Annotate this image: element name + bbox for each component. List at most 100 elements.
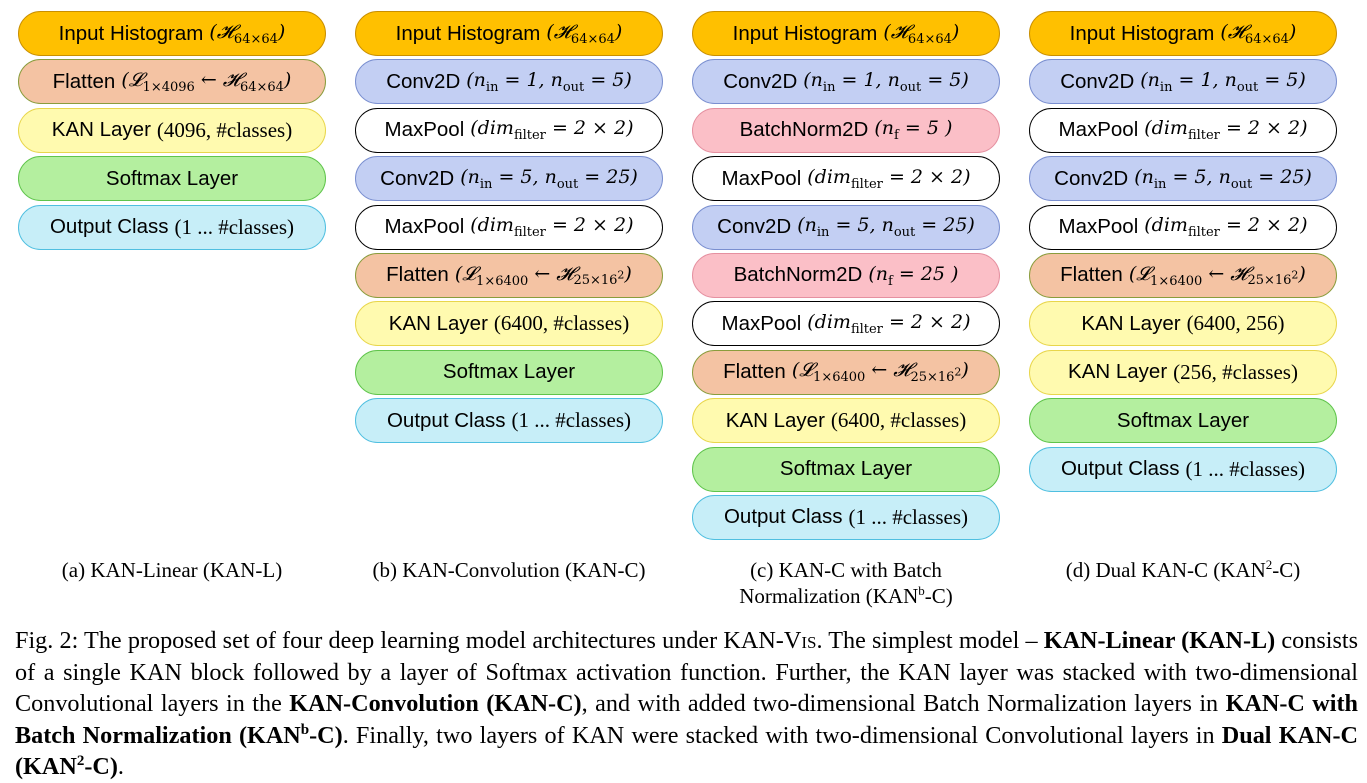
layer-label: MaxPool: [721, 311, 802, 335]
layer-input-box: Input Histogram(𝓗64×64): [1029, 11, 1337, 56]
layer-params: (nin = 1, nout = 5): [803, 68, 969, 95]
layer-flatten-box: Flatten(𝓛1×4096 ← 𝓗64×64): [18, 59, 326, 105]
layer-label: MaxPool: [384, 118, 465, 142]
layer-label: Conv2D: [1060, 69, 1135, 93]
layer-label: Conv2D: [386, 69, 461, 93]
subfigure-caption-a: (a) KAN-Linear (KAN-L): [61, 558, 283, 582]
layer-label: KAN Layer: [51, 118, 151, 142]
layer-pool-box: MaxPool(dimfilter = 2 × 2): [1029, 107, 1337, 153]
layer-label: Output Class: [49, 215, 169, 239]
layer-params: (dimfilter = 2 × 2): [470, 214, 634, 240]
layer-kan-box: KAN Layer(6400, #classes): [355, 301, 663, 347]
layer-flatten-box: Flatten(𝓛1×6400 ← 𝓗25×162): [355, 252, 663, 298]
layer-label: Conv2D: [723, 69, 798, 93]
layer-params: (𝓛1×6400 ← 𝓗25×162): [1128, 262, 1306, 289]
layer-params: (𝓛1×4096 ← 𝓗64×64): [121, 68, 292, 95]
layer-flatten-box: Flatten(𝓛1×6400 ← 𝓗25×162): [1029, 252, 1337, 298]
figure-caption: Fig. 2: The proposed set of four deep le…: [15, 627, 1359, 780]
layer-label: Conv2D: [380, 166, 455, 190]
layer-label: MaxPool: [384, 215, 465, 239]
layer-label: KAN Layer: [1081, 311, 1181, 335]
layer-params: (1 ... #classes): [174, 214, 295, 239]
architecture-column-d: Input Histogram(𝓗64×64)Conv2D(nin = 1, n…: [1029, 11, 1337, 495]
layer-params: (nin = 1, nout = 5): [1140, 68, 1306, 95]
layer-params: (256, #classes): [1173, 359, 1298, 384]
subfigure-caption-b: (b) KAN-Convolution (KAN-C): [372, 558, 646, 582]
layer-params: (dimfilter = 2 × 2): [470, 117, 634, 144]
layer-conv-box: Conv2D(nin = 5, nout = 25): [692, 204, 1000, 250]
layer-params: (4096, #classes): [156, 117, 293, 142]
layer-label: MaxPool: [1058, 215, 1139, 239]
architecture-column-a: Input Histogram(𝓗64×64)Flatten(𝓛1×4096 ←…: [18, 11, 326, 253]
layer-conv-box: Conv2D(nin = 1, nout = 5): [355, 59, 663, 105]
layer-label: BatchNorm2D: [739, 118, 869, 142]
layer-label: Flatten: [1060, 263, 1123, 287]
layer-params: (nf = 25 ): [868, 262, 959, 289]
layer-label: Input Histogram: [732, 21, 878, 45]
layer-params: (dimfilter = 2 × 2): [1144, 117, 1308, 144]
layer-params: (1 ... #classes): [511, 408, 632, 433]
layer-input-box: Input Histogram(𝓗64×64): [355, 11, 663, 56]
layer-kan-box: KAN Layer(6400, 256): [1029, 301, 1337, 347]
layer-params: (1 ... #classes): [1185, 456, 1306, 481]
layer-pool-box: MaxPool(dimfilter = 2 × 2): [355, 204, 663, 250]
layer-pool-box: MaxPool(dimfilter = 2 × 2): [692, 156, 1000, 202]
layer-params: (nin = 5, nout = 25): [1134, 165, 1312, 192]
layer-pool-box: MaxPool(dimfilter = 2 × 2): [355, 107, 663, 153]
layer-label: Flatten: [386, 263, 449, 287]
layer-conv-box: Conv2D(nin = 5, nout = 25): [355, 156, 663, 202]
layer-softmax-box: Softmax Layer: [18, 156, 326, 202]
layer-pool-box: MaxPool(dimfilter = 2 × 2): [1029, 204, 1337, 250]
layer-params: (nin = 1, nout = 5): [466, 68, 632, 95]
layer-params: (6400, #classes): [830, 408, 967, 433]
architecture-column-c: Input Histogram(𝓗64×64)Conv2D(nin = 1, n…: [692, 11, 1000, 543]
layer-pool-box: MaxPool(dimfilter = 2 × 2): [692, 301, 1000, 347]
layer-bn-box: BatchNorm2D(nf = 25 ): [692, 252, 1000, 298]
layer-params: (dimfilter = 2 × 2): [1144, 214, 1308, 240]
layer-conv-box: Conv2D(nin = 1, nout = 5): [1029, 59, 1337, 105]
layer-label: MaxPool: [1058, 118, 1139, 142]
layer-label: MaxPool: [721, 166, 802, 190]
layer-params: (dimfilter = 2 × 2): [807, 165, 971, 192]
architecture-column-b: Input Histogram(𝓗64×64)Conv2D(nin = 1, n…: [355, 11, 663, 447]
layer-params: (𝓗64×64): [883, 20, 960, 47]
layer-params: (𝓗64×64): [546, 20, 623, 47]
layer-output-box: Output Class(1 ... #classes): [1029, 446, 1337, 492]
layer-softmax-box: Softmax Layer: [1029, 398, 1337, 444]
layer-params: (𝓛1×6400 ← 𝓗25×162): [454, 262, 632, 289]
layer-label: KAN Layer: [388, 311, 488, 335]
layer-label: Softmax Layer: [1116, 408, 1250, 432]
layer-params: (1 ... #classes): [848, 504, 969, 529]
layer-label: Flatten: [52, 69, 116, 93]
layer-label: BatchNorm2D: [733, 263, 863, 287]
layer-label: Flatten: [723, 360, 786, 384]
layer-label: Conv2D: [1054, 166, 1129, 190]
layer-label: Input Histogram: [1069, 21, 1215, 45]
layer-label: Conv2D: [717, 215, 792, 239]
layer-params: (𝓗64×64): [209, 20, 286, 47]
layer-params: (dimfilter = 2 × 2): [807, 310, 971, 337]
layer-params: (6400, #classes): [493, 311, 630, 336]
layer-flatten-box: Flatten(𝓛1×6400 ← 𝓗25×162): [692, 349, 1000, 395]
layer-label: KAN Layer: [725, 408, 825, 432]
layer-output-box: Output Class(1 ... #classes): [355, 398, 663, 444]
layer-kan-box: KAN Layer(4096, #classes): [18, 107, 326, 153]
layer-kan-box: KAN Layer(6400, #classes): [692, 398, 1000, 444]
layer-input-box: Input Histogram(𝓗64×64): [692, 11, 1000, 56]
layer-label: Output Class: [386, 408, 506, 432]
layer-softmax-box: Softmax Layer: [355, 349, 663, 395]
layer-params: (6400, 256): [1186, 311, 1285, 336]
layer-params: (nin = 5, nout = 25): [460, 165, 638, 192]
layer-label: Input Histogram: [58, 21, 204, 45]
layer-params: (𝓛1×6400 ← 𝓗25×162): [791, 359, 969, 386]
layer-label: Input Histogram: [395, 21, 541, 45]
layer-params: (𝓗64×64): [1220, 20, 1297, 47]
subfigure-caption-d: (d) Dual KAN-C (KAN2-C): [1065, 557, 1301, 582]
layer-input-box: Input Histogram(𝓗64×64): [18, 11, 326, 56]
layer-conv-box: Conv2D(nin = 5, nout = 25): [1029, 156, 1337, 202]
layer-label: Softmax Layer: [105, 166, 239, 190]
layer-softmax-box: Softmax Layer: [692, 446, 1000, 492]
layer-bn-box: BatchNorm2D(nf = 5 ): [692, 107, 1000, 153]
layer-kan-box: KAN Layer(256, #classes): [1029, 349, 1337, 395]
